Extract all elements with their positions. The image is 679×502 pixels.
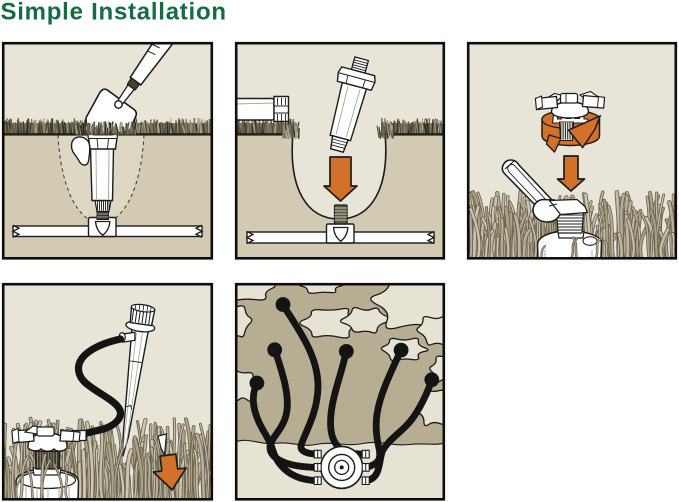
svg-text:Simple Installation: Simple Installation	[1, 0, 227, 26]
